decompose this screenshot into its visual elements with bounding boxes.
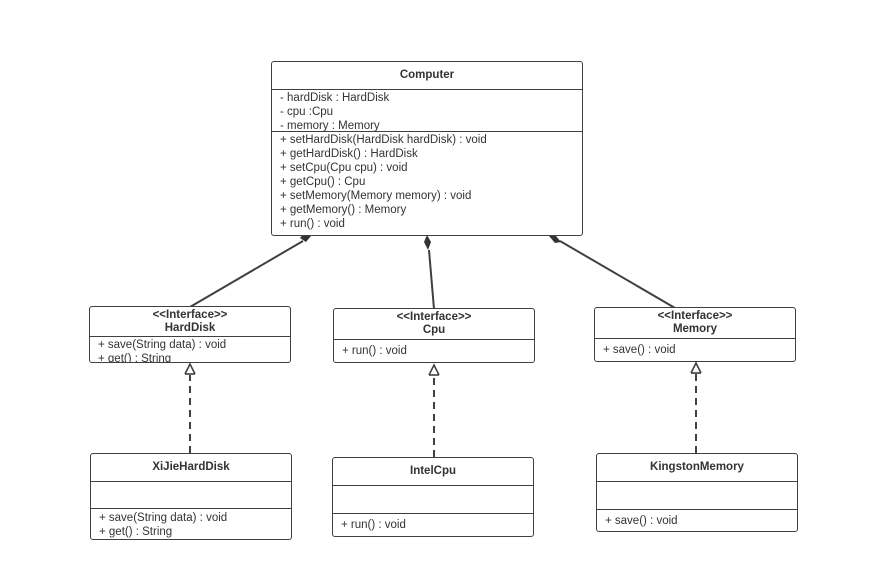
methods-section: + save() : void <box>597 509 797 528</box>
realization-xijie-harddisk <box>184 362 196 453</box>
realization-arrow-icon <box>184 362 196 375</box>
class-intelcpu[interactable]: IntelCpu + run() : void <box>332 457 534 537</box>
composition-computer-memory <box>549 236 676 309</box>
class-name: HardDisk <box>164 322 216 334</box>
class-name: XiJieHardDisk <box>152 461 230 473</box>
attributes-section: - hardDisk : HardDisk - cpu :Cpu - memor… <box>272 89 582 132</box>
class-header: <<Interface>> Memory <box>595 308 795 338</box>
class-name: IntelCpu <box>410 465 456 477</box>
stereotype-label: <<Interface>> <box>396 311 472 323</box>
attributes-section <box>597 481 797 509</box>
class-header: <<Interface>> Cpu <box>334 309 534 339</box>
method: + run() : void <box>280 218 345 230</box>
class-name: Cpu <box>422 324 446 336</box>
class-name: KingstonMemory <box>650 461 744 473</box>
method: + run() : void <box>341 519 406 531</box>
methods-section: + save(String data) : void + get() : Str… <box>91 508 291 539</box>
interface-cpu[interactable]: <<Interface>> Cpu + run() : void <box>333 308 535 363</box>
class-computer[interactable]: Computer - hardDisk : HardDisk - cpu :Cp… <box>271 61 583 236</box>
class-name: Computer <box>399 69 455 81</box>
method: + run() : void <box>342 345 407 357</box>
realization-arrow-icon <box>690 361 702 374</box>
class-kingstonmemory[interactable]: KingstonMemory + save() : void <box>596 453 798 532</box>
attributes-section <box>91 481 291 508</box>
realization-intel-cpu <box>428 363 440 457</box>
method: + getHardDisk() : HardDisk <box>280 148 418 160</box>
interface-memory[interactable]: <<Interface>> Memory + save() : void <box>594 307 796 362</box>
methods-section: + save() : void <box>595 338 795 357</box>
method: + get() : String <box>98 353 172 363</box>
method: + get() : String <box>99 526 173 538</box>
attributes-section <box>333 485 533 513</box>
attribute: - memory : Memory <box>280 120 380 132</box>
class-header: <<Interface>> HardDisk <box>90 307 290 336</box>
method: + save(String data) : void <box>98 339 227 351</box>
class-name: Memory <box>672 323 718 335</box>
method: + setMemory(Memory memory) : void <box>280 190 472 202</box>
method: + getMemory() : Memory <box>280 204 407 216</box>
stereotype-label: <<Interface>> <box>152 309 228 321</box>
realization-kingston-memory <box>690 361 702 453</box>
composition-computer-cpu <box>424 235 435 310</box>
composition-diamond-icon <box>549 236 561 243</box>
class-xijiehardisk[interactable]: XiJieHardDisk + save(String data) : void… <box>90 453 292 540</box>
method: + save() : void <box>603 344 676 356</box>
composition-computer-harddisk <box>189 232 311 308</box>
stereotype-label: <<Interface>> <box>657 310 733 322</box>
composition-diamond-icon <box>424 235 431 250</box>
methods-section: + run() : void <box>334 339 534 358</box>
method: + setCpu(Cpu cpu) : void <box>280 162 408 174</box>
attribute: - cpu :Cpu <box>280 106 334 118</box>
method: + save() : void <box>605 515 678 527</box>
realization-arrow-icon <box>428 363 440 376</box>
interface-harddisk[interactable]: <<Interface>> HardDisk + save(String dat… <box>89 306 291 363</box>
methods-section: + save(String data) : void + get() : Str… <box>90 336 290 363</box>
method: + setHardDisk(HardDisk hardDisk) : void <box>280 134 487 146</box>
methods-section: + setHardDisk(HardDisk hardDisk) : void … <box>272 131 582 231</box>
attribute: - hardDisk : HardDisk <box>280 92 390 104</box>
methods-section: + run() : void <box>333 513 533 532</box>
method: + getCpu() : Cpu <box>280 176 366 188</box>
method: + save(String data) : void <box>99 512 228 524</box>
